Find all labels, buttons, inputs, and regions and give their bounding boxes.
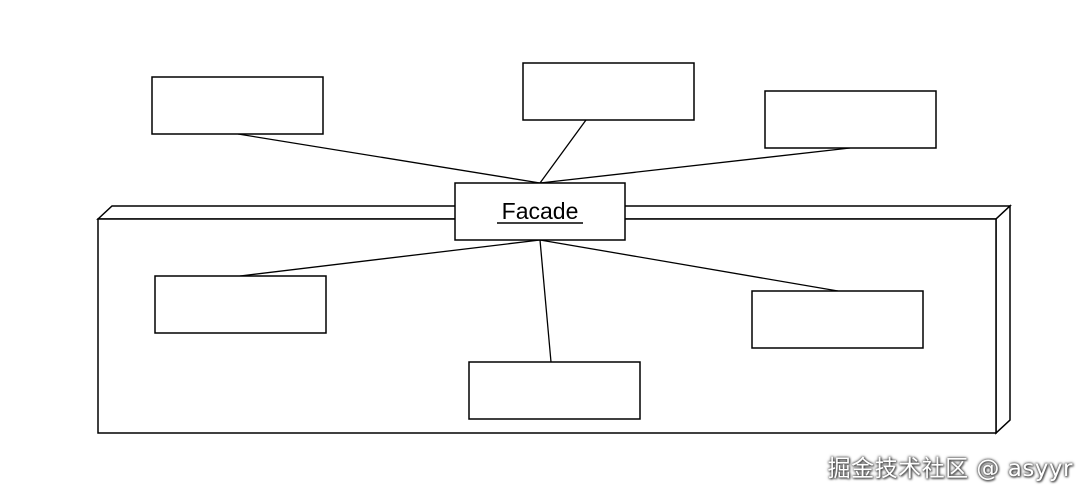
connectors: [237, 119, 851, 363]
subsystem-package-side-face: [995, 204, 1011, 435]
connector-top-right: [539, 147, 851, 184]
class-box-top-left: [151, 76, 324, 135]
connector-top-center: [539, 119, 587, 184]
connector-bottom-left: [239, 239, 541, 277]
connector-top-left: [237, 133, 541, 184]
watermark: 掘金技术社区 @ asyyr: [827, 456, 1073, 482]
connector-bottom-center: [539, 239, 552, 363]
facade-label: Facade: [502, 198, 579, 224]
class-box-top-right: [764, 90, 937, 149]
client-classes: [151, 62, 937, 149]
class-box-inner-center: [468, 361, 641, 420]
class-box-inner-left: [154, 275, 327, 334]
connector-bottom-right: [539, 239, 839, 292]
facade-box: [454, 182, 626, 241]
class-box-top-center: [522, 62, 695, 121]
class-box-inner-right: [751, 290, 924, 349]
facade-class: Facade: [454, 182, 626, 241]
subsystem-classes: [154, 275, 924, 420]
